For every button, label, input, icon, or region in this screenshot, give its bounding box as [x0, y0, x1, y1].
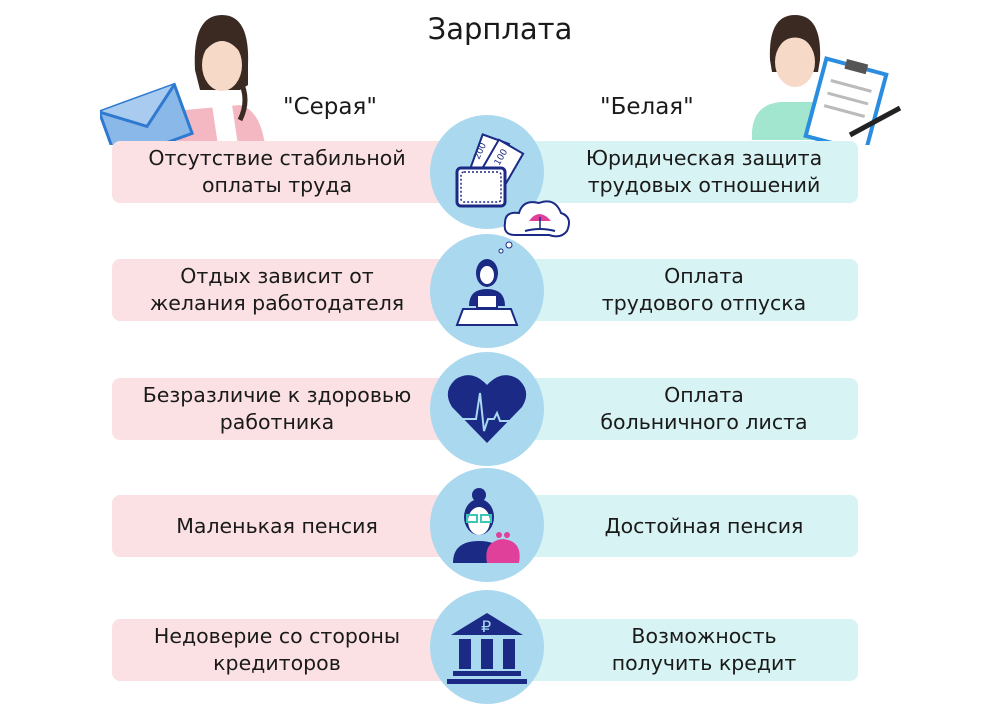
white-salary-point: Юридическая защита трудовых отношений	[500, 141, 858, 203]
column-header-white: "Белая"	[600, 94, 694, 120]
bank-ruble-icon: ₽	[430, 590, 544, 704]
white-salary-point: Возможность получить кредит	[500, 619, 858, 681]
sad-woman-envelope-illustration	[100, 15, 265, 145]
page-title: Зарплата	[427, 12, 573, 46]
grey-salary-point: Маленькая пенсия	[112, 495, 482, 557]
grey-salary-point: Отсутствие стабильной оплаты труда	[112, 141, 482, 203]
white-salary-point: Достойная пенсия	[500, 495, 858, 557]
grey-salary-point: Недоверие со стороны кредиторов	[112, 619, 482, 681]
happy-woman-clipboard-illustration	[751, 15, 902, 145]
heart-pulse-icon	[430, 352, 544, 466]
vacation-thought-cloud-icon	[498, 200, 570, 254]
pensioner-purse-icon	[430, 468, 544, 582]
worker-laptop-icon	[430, 234, 544, 348]
svg-text:₽: ₽	[481, 617, 491, 636]
grey-salary-point: Отдых зависит от желания работодателя	[112, 259, 482, 321]
grey-salary-point: Безразличие к здоровью работника	[112, 378, 482, 440]
white-salary-point: Оплата больничного листа	[500, 378, 858, 440]
column-header-grey: "Серая"	[283, 94, 377, 120]
white-salary-point: Оплата трудового отпуска	[500, 259, 858, 321]
